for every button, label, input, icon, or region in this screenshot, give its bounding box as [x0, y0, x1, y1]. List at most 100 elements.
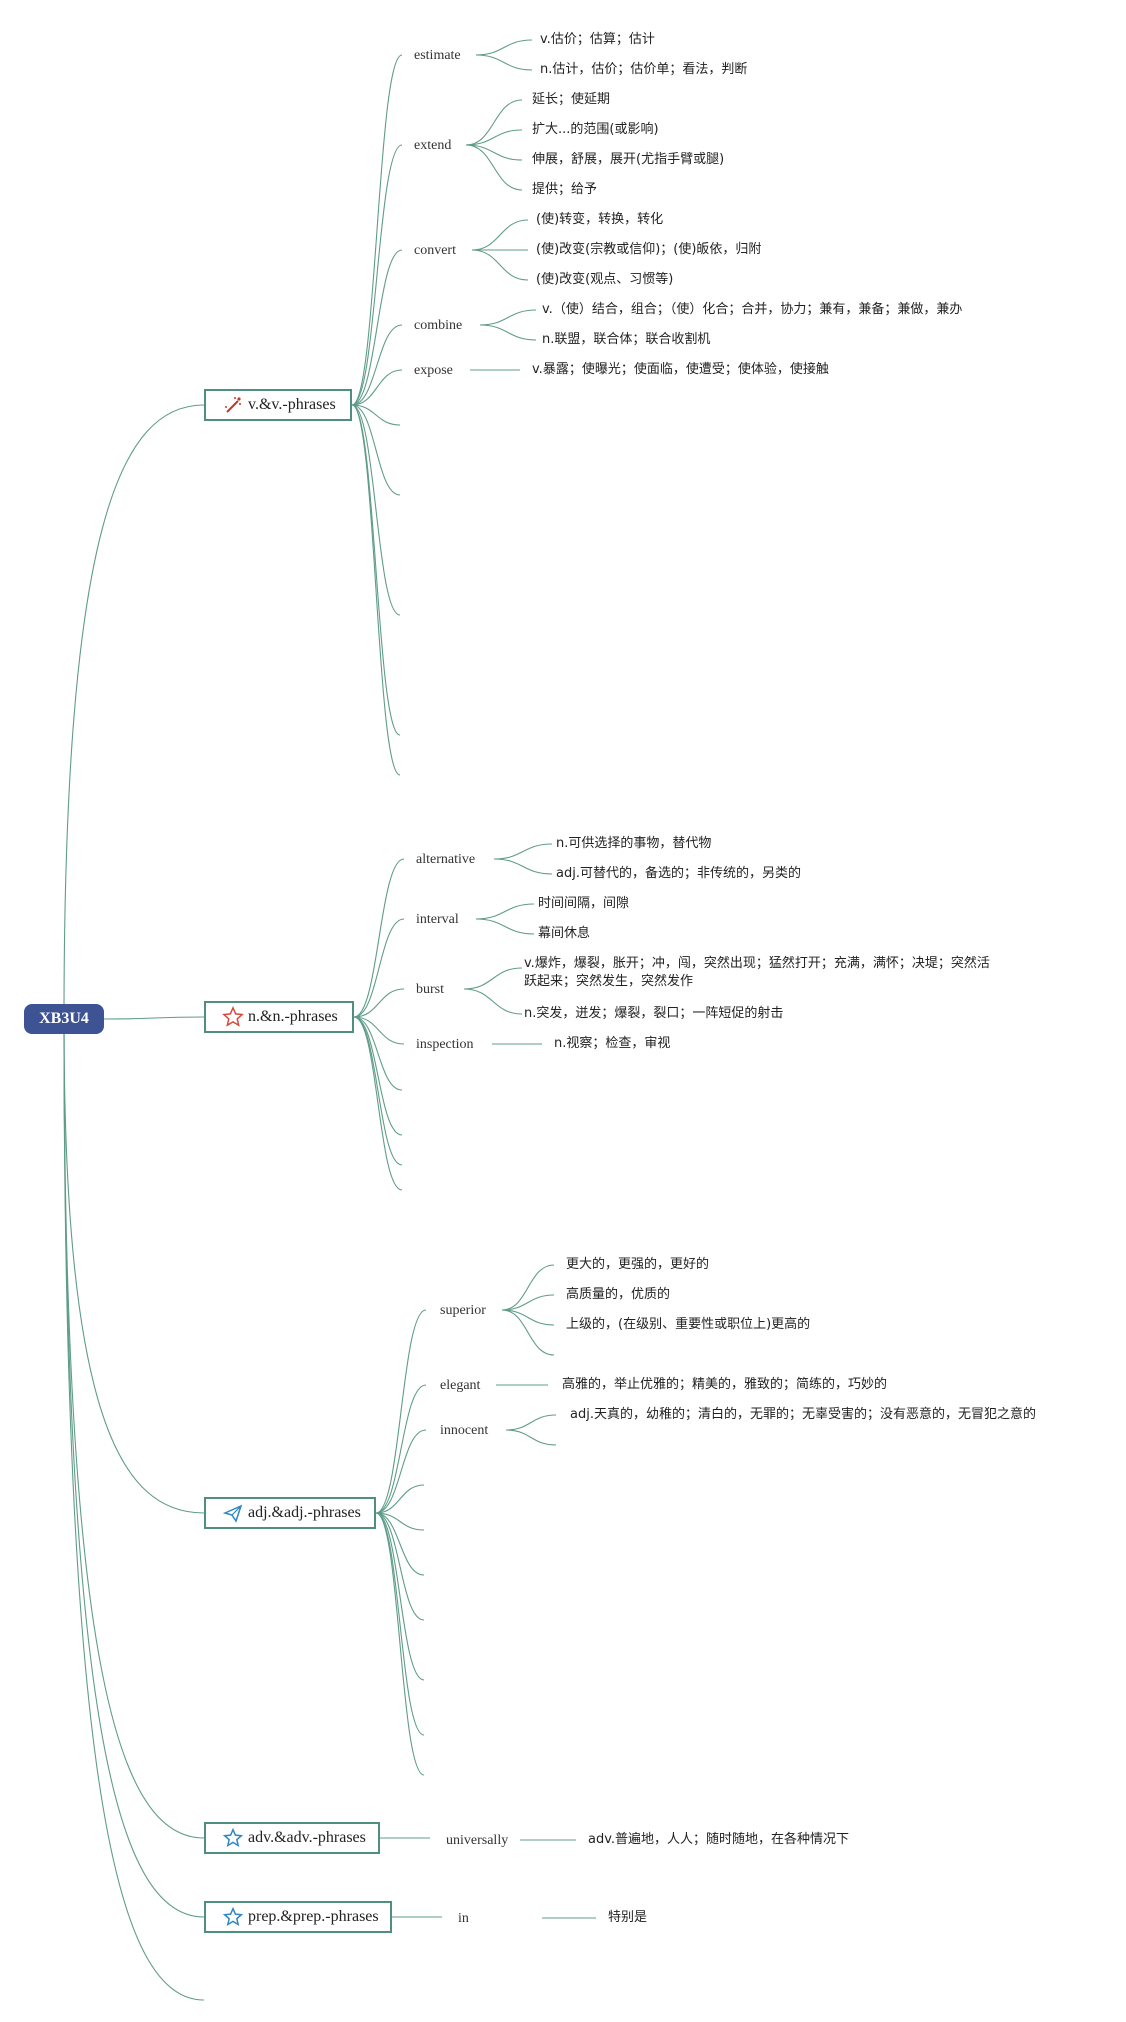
- connector-line: [471, 249, 529, 281]
- connector-line: [353, 988, 405, 1018]
- category-adv[interactable]: adv.&adv.-phrases: [204, 1822, 380, 1854]
- connector-line: [351, 369, 403, 406]
- definition-node: adj.天真的，幼稚的；清白的，无罪的；无辜受害的；没有恶意的，无冒犯之意的: [570, 1407, 1036, 1422]
- empty-branch-line: [353, 1016, 403, 1166]
- definition-node: 延长；使延期: [532, 92, 611, 107]
- definition-node: v.估价；估算；估计: [540, 32, 655, 47]
- connector-line: [501, 1309, 555, 1356]
- star-outline-icon: [222, 1827, 244, 1849]
- word-node[interactable]: combine: [414, 318, 463, 333]
- connector-line: [375, 1384, 427, 1514]
- definition-node: (使)转变，转换，转化: [536, 212, 664, 227]
- definition-node: (使)改变(观点、习惯等): [536, 272, 674, 287]
- word-node[interactable]: burst: [416, 982, 444, 997]
- paper-plane-icon: [222, 1502, 244, 1524]
- definition-node: v.（使）结合，组合；（使）化合；合并，协力；兼有，兼备；兼做，兼办: [542, 302, 963, 317]
- connector-line: [465, 144, 523, 191]
- definition-node: 高雅的，举止优雅的；精美的，雅致的；简练的，巧妙的: [562, 1377, 888, 1392]
- word-node[interactable]: convert: [414, 243, 456, 258]
- definition-node: v.暴露；使曝光；使面临，使遭受；使体验，使接触: [532, 362, 829, 377]
- definition-node: n.可供选择的事物，替代物: [556, 836, 712, 851]
- root-to-prep-line: [63, 1018, 205, 1918]
- empty-branch-line: [375, 1512, 425, 1531]
- empty-branch-line: [351, 404, 401, 426]
- definition-node: 扩大...的范围(或影响): [532, 122, 659, 137]
- definition-node: 时间间隔，间隙: [538, 896, 630, 911]
- connector-line: [351, 324, 403, 406]
- word-node[interactable]: inspection: [416, 1037, 474, 1052]
- connector-line: [375, 1429, 427, 1514]
- connector-line: [463, 988, 523, 1015]
- root-label: XB3U4: [39, 1010, 89, 1027]
- empty-branch-line: [375, 1512, 425, 1681]
- definition-node: adv.普遍地，人人；随时随地，在各种情况下: [588, 1832, 850, 1847]
- empty-branch-line: [353, 1016, 403, 1191]
- empty-branch-line: [375, 1484, 425, 1514]
- connector-line: [475, 903, 535, 920]
- connector-line: [501, 1264, 555, 1311]
- empty-branch-line: [351, 404, 401, 496]
- word-node[interactable]: expose: [414, 363, 453, 378]
- connector-line: [463, 967, 523, 990]
- category-verb[interactable]: v.&v.-phrases: [204, 389, 352, 421]
- connector-line: [493, 858, 553, 875]
- connector-line: [501, 1294, 555, 1311]
- connector-line: [471, 219, 529, 251]
- word-node[interactable]: elegant: [440, 1378, 481, 1393]
- category-noun[interactable]: n.&n.-phrases: [204, 1001, 354, 1033]
- empty-branch-line: [353, 1016, 403, 1136]
- word-node[interactable]: extend: [414, 138, 452, 153]
- category-noun-label: n.&n.-phrases: [248, 1008, 338, 1025]
- word-node[interactable]: estimate: [414, 48, 461, 63]
- definition-node: 跃起来；突然发生，突然发作: [524, 974, 694, 989]
- connector-line: [351, 144, 403, 406]
- empty-branch-line: [375, 1512, 425, 1621]
- definition-node: 更大的，更强的，更好的: [566, 1257, 710, 1272]
- connector-line: [465, 144, 523, 161]
- definition-node: n.突发，迸发；爆裂，裂口；一阵短促的射击: [524, 1006, 784, 1021]
- connector-line: [475, 54, 533, 71]
- category-adj[interactable]: adj.&adj.-phrases: [204, 1497, 376, 1529]
- empty-branch-line: [375, 1512, 425, 1576]
- empty-branch-line: [375, 1512, 425, 1736]
- connector-line: [353, 858, 405, 1018]
- root-to-adv-line: [63, 1018, 205, 1839]
- definition-node: n.视察；检查，审视: [554, 1036, 671, 1051]
- definition-node: adj.可替代的，备选的；非传统的，另类的: [556, 866, 801, 881]
- definition-node: 上级的，(在级别、重要性或职位上)更高的: [566, 1317, 811, 1332]
- category-adv-label: adv.&adv.-phrases: [248, 1829, 366, 1846]
- word-node[interactable]: innocent: [440, 1423, 489, 1438]
- word-node[interactable]: alternative: [416, 852, 476, 867]
- definition-node: 特别是: [608, 1910, 648, 1925]
- word-node[interactable]: in: [458, 1911, 469, 1926]
- star-outline-icon: [222, 1006, 244, 1028]
- definition-node: 高质量的，优质的: [566, 1287, 671, 1302]
- root-to-adj-line: [63, 1018, 205, 1514]
- category-verb-label: v.&v.-phrases: [248, 396, 336, 413]
- empty-branch-line: [351, 404, 401, 616]
- connector-line: [505, 1429, 557, 1446]
- category-prep[interactable]: prep.&prep.-phrases: [204, 1901, 392, 1933]
- connector-line: [353, 918, 405, 1018]
- root-node[interactable]: XB3U4: [24, 1004, 104, 1034]
- word-node[interactable]: interval: [416, 912, 459, 927]
- connector-line: [501, 1309, 555, 1326]
- empty-branch-line: [351, 404, 401, 776]
- connector-line: [475, 918, 535, 935]
- connector-line: [351, 249, 403, 406]
- word-node[interactable]: universally: [446, 1833, 509, 1848]
- definition-node: 提供；给予: [532, 182, 598, 197]
- magic-wand-icon: [222, 394, 244, 416]
- definition-node: 伸展，舒展，展开(尤指手臂或腿): [532, 152, 725, 167]
- definition-node: v.爆炸，爆裂，胀开；冲，闯，突然出现；猛然打开；充满，满怀；决堤；突然活: [524, 956, 990, 971]
- star-outline-icon: [222, 1906, 244, 1928]
- root-to-extra-line: [63, 1018, 205, 2001]
- category-prep-label: prep.&prep.-phrases: [248, 1908, 379, 1925]
- connector-line: [465, 99, 523, 146]
- connector-line: [505, 1414, 557, 1431]
- connector-line: [479, 324, 537, 341]
- category-adj-label: adj.&adj.-phrases: [248, 1504, 361, 1521]
- definition-node: n.联盟，联合体；联合收割机: [542, 332, 711, 347]
- word-node[interactable]: superior: [440, 1303, 486, 1318]
